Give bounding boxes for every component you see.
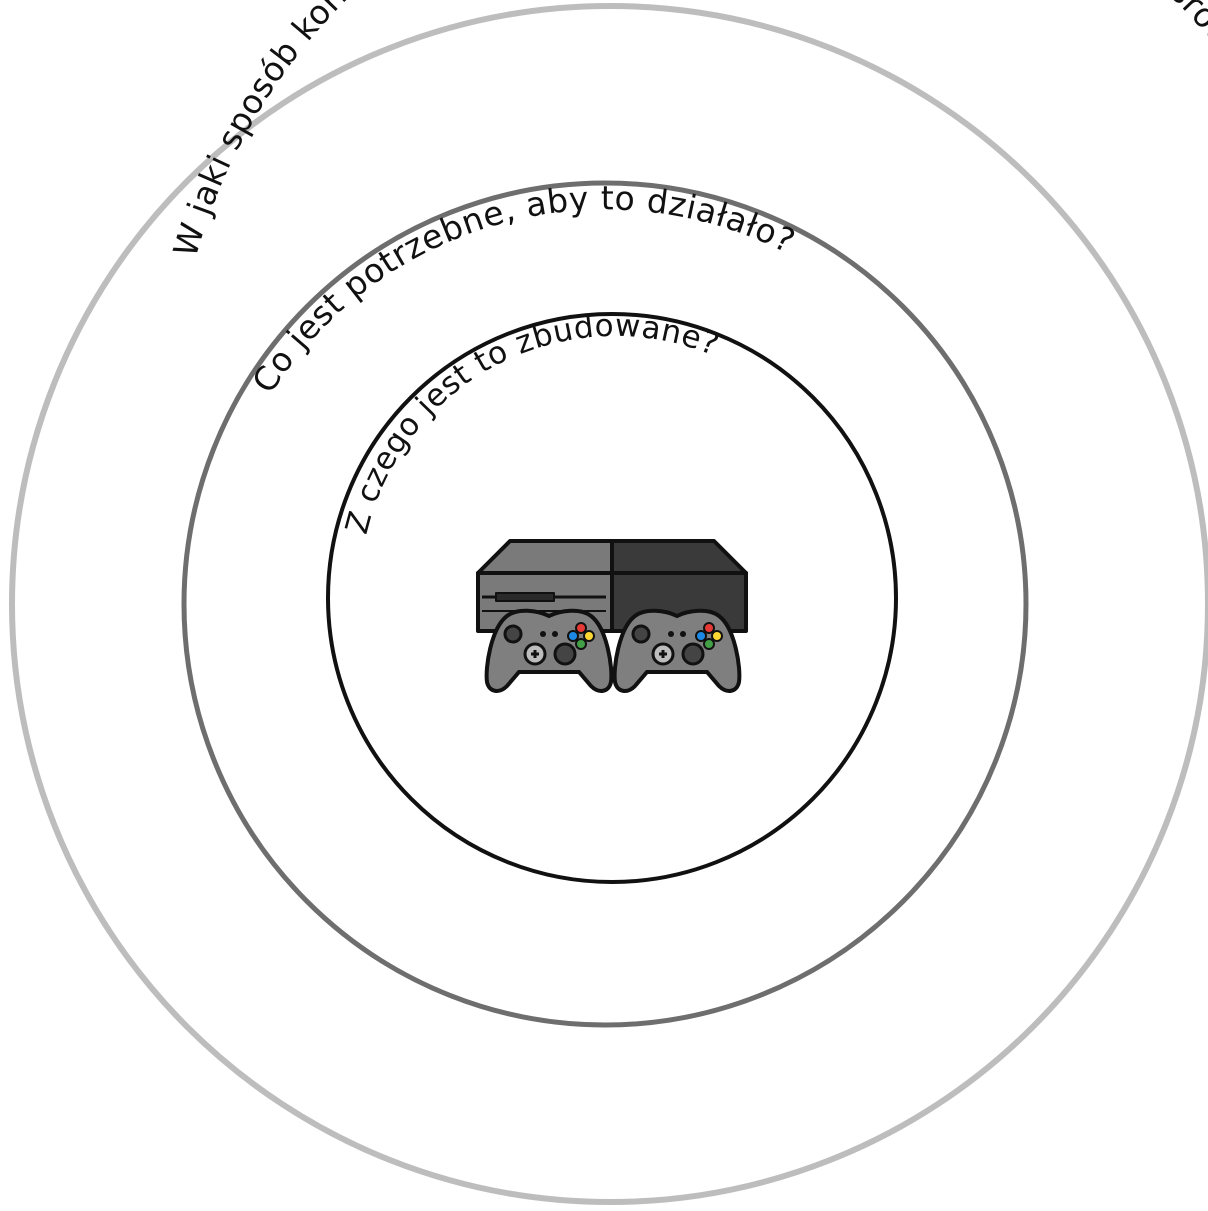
right-controller-icon — [615, 611, 740, 691]
middle-ring-question-path: Co jest potrzebne, aby to działało? — [244, 178, 801, 399]
middle-ring-question: Co jest potrzebne, aby to działało? — [244, 178, 801, 399]
game-console-with-two-controllers-icon — [478, 541, 746, 691]
inner-ring-question: Z czego jest to zbudowane? — [339, 308, 724, 538]
inner-ring-question-path: Z czego jest to zbudowane? — [339, 308, 724, 538]
left-controller-icon — [487, 611, 612, 691]
